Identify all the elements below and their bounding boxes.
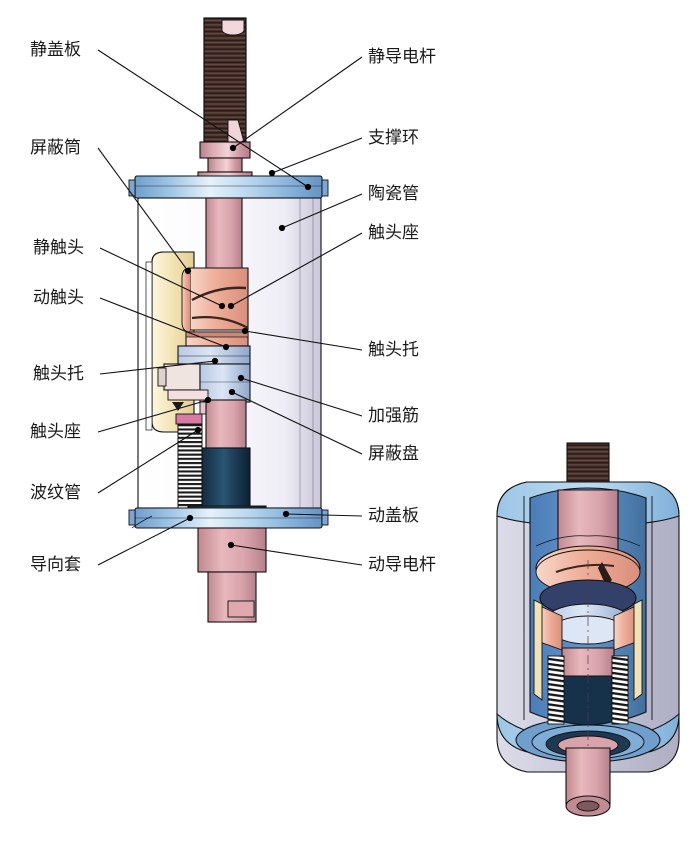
iso-bellows-right xyxy=(611,655,629,725)
static-contact-part xyxy=(181,267,249,333)
shield-disc-part xyxy=(167,389,209,411)
iso-bellows-left xyxy=(547,655,565,725)
seal-ring-part xyxy=(175,413,203,425)
label-group-left: 静盖板 屏蔽筒 静触头 动触头 触头托 触头座 波纹管 导向套 xyxy=(30,40,84,575)
iso-bracket xyxy=(535,535,641,547)
label-bo-wen-guan: 波纹管 xyxy=(30,483,81,503)
label-chu-tou-tuo-right: 触头托 xyxy=(368,340,419,360)
static-cover-plate-part xyxy=(128,175,329,199)
reinforcement-rib-part xyxy=(157,363,201,391)
label-dong-chu-tou: 动触头 xyxy=(33,288,84,308)
iso-shield-right xyxy=(633,599,643,701)
label-ping-bi-pan: 屏蔽盘 xyxy=(368,444,419,464)
label-group-right: 静导电杆 支撑环 陶瓷管 触头座 触头托 加强筋 屏蔽盘 动盖板 动导电杆 xyxy=(368,47,436,575)
label-dong-dao-dian-gan: 动导电杆 xyxy=(368,555,436,575)
label-dong-gai-ban: 动盖板 xyxy=(368,506,419,526)
moving-conductor-upper-part xyxy=(205,399,247,449)
label-jing-gai-ban: 静盖板 xyxy=(30,40,81,60)
label-jing-dao-dian-gan: 静导电杆 xyxy=(368,47,436,67)
static-conductor-inner-part xyxy=(205,197,243,271)
contact-holder-upper-part xyxy=(177,345,251,365)
label-chu-tou-zuo-right: 触头座 xyxy=(368,223,419,243)
label-tao-ci-guan: 陶瓷管 xyxy=(368,184,419,204)
label-jia-qiang-jin: 加强筋 xyxy=(368,406,419,426)
label-chu-tou-tuo-left: 触头托 xyxy=(33,364,84,384)
iso-shield-left xyxy=(533,599,543,701)
moving-cover-plate-part xyxy=(128,507,329,529)
label-chu-tou-zuo-left: 触头座 xyxy=(30,422,81,442)
label-dao-xiang-tao: 导向套 xyxy=(30,555,81,575)
moving-conductor-rod-part xyxy=(197,527,267,623)
iso-moving-rod xyxy=(565,747,611,817)
label-ping-bi-tong: 屏蔽筒 xyxy=(30,138,81,158)
label-zhi-cheng-huan: 支撑环 xyxy=(368,128,419,148)
section-view xyxy=(128,17,329,623)
isometric-cutaway-view xyxy=(496,442,680,817)
leader-lines xyxy=(97,49,363,566)
label-jing-chu-tou: 静触头 xyxy=(33,238,84,258)
bellows-part xyxy=(177,423,203,519)
